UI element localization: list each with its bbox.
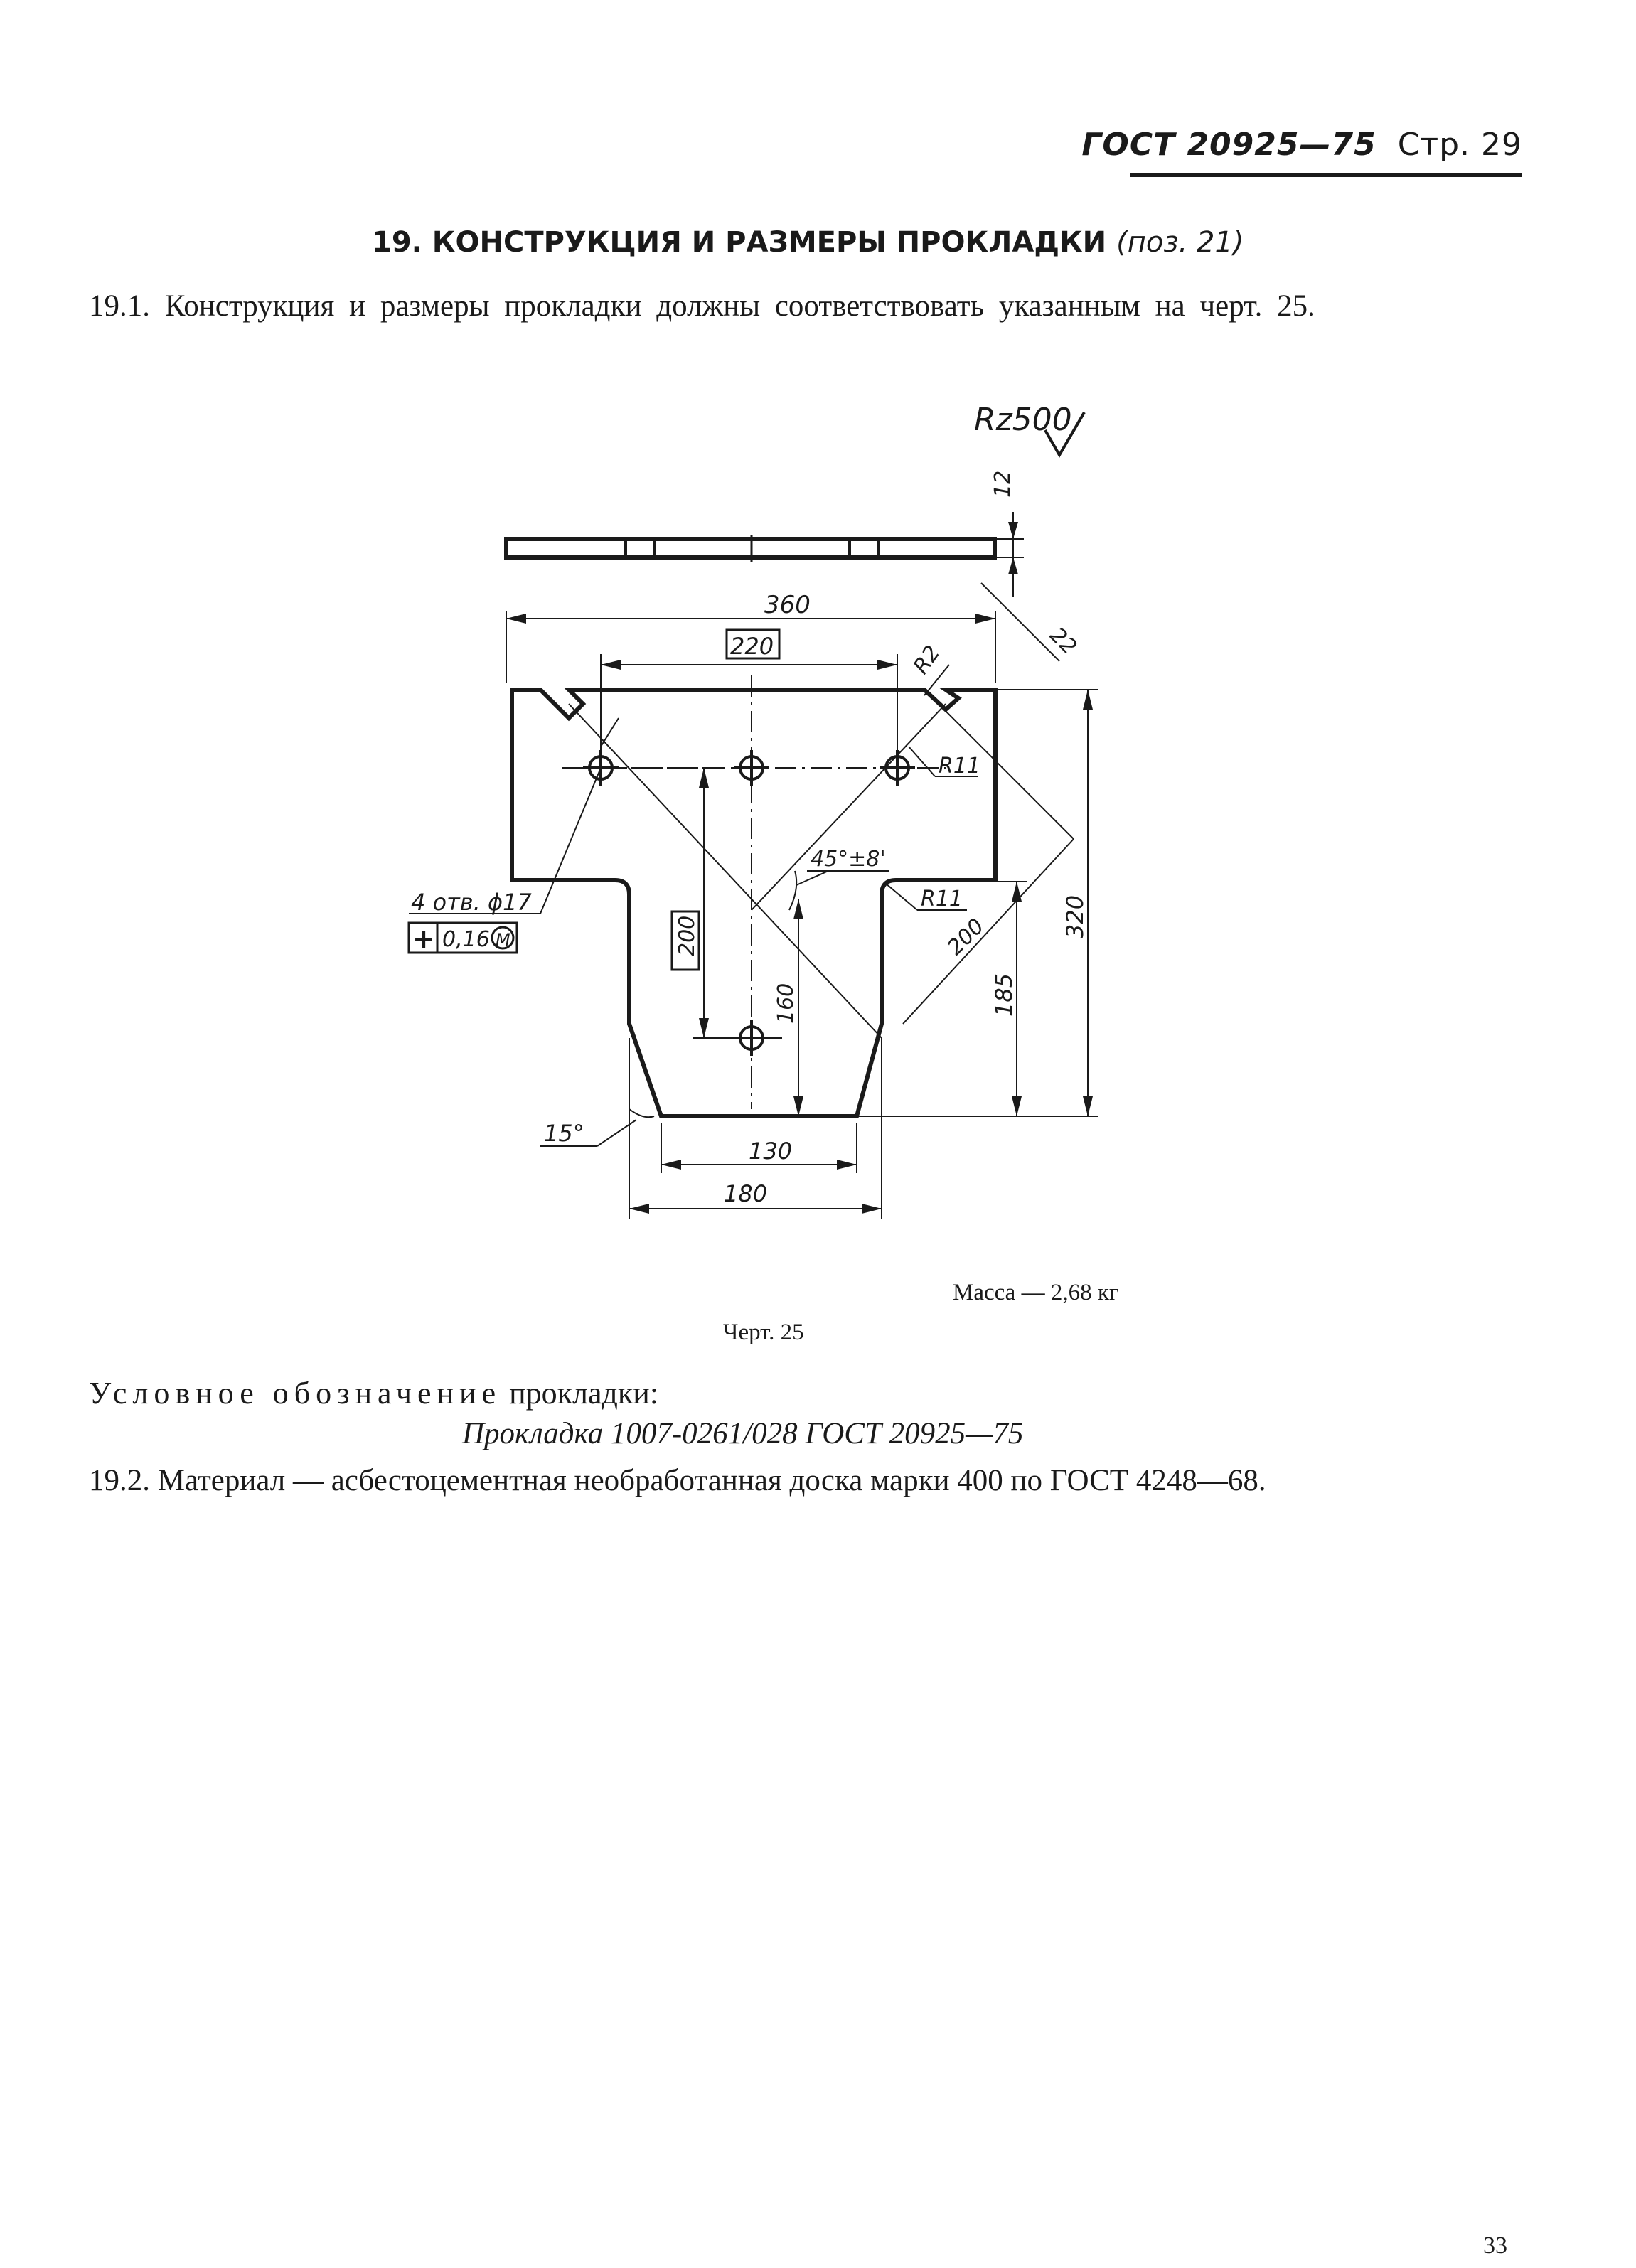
page-header: ГОСТ 20925—75 Стр. 29 [1081, 127, 1522, 163]
figure-caption: Черт. 25 [723, 1320, 804, 1345]
dim-angle: 45°±8' [811, 847, 886, 872]
paragraph-19-2: 19.2. Материал — асбестоцементная необра… [89, 1464, 1266, 1497]
dim-r11-mid: R11 [921, 887, 963, 911]
dim-diag-200: 200 [943, 914, 989, 960]
section-title: 19. КОНСТРУКЦИЯ И РАЗМЕРЫ ПРОКЛАДКИ (поз… [372, 226, 1244, 259]
tolerance-value: 0,16 [442, 927, 490, 952]
header-rule [1130, 173, 1522, 177]
holes-note: 4 отв. ϕ17 [411, 889, 532, 916]
designation-label: Условное обозначение прокладки: [89, 1375, 658, 1411]
dim-height-320: 320 [1062, 895, 1089, 938]
paragraph-19-1: 19.1. Конструкция и размеры прокладки до… [89, 289, 1315, 323]
designation-label-spaced: Условное обозначение [89, 1376, 502, 1411]
section-title-text: 19. КОНСТРУКЦИЯ И РАЗМЕРЫ ПРОКЛАДКИ [372, 226, 1107, 259]
section-ref: (поз. 21) [1116, 226, 1244, 259]
tolerance-symbol: + [412, 924, 435, 955]
dim-taper: 15° [544, 1120, 584, 1147]
designation-label-rest: прокладки: [501, 1376, 659, 1411]
dim-vert-200: 200 [675, 916, 700, 956]
dim-hole-spacing: 220 [730, 633, 774, 660]
designation-value: Прокладка 1007-0261/028 ГОСТ 20925—75 [462, 1417, 1024, 1450]
dim-thickness: 12 [990, 471, 1015, 498]
page-label: Стр. 29 [1397, 127, 1522, 163]
dim-r2: R2 [909, 641, 946, 679]
dim-r11-top: R11 [939, 754, 980, 779]
mass-note: Масса — 2,68 кг [953, 1280, 1119, 1305]
dim-bottom-180: 180 [724, 1180, 767, 1207]
page-number: 33 [1483, 2232, 1507, 2259]
standard-number: ГОСТ 20925—75 [1081, 127, 1376, 163]
dim-height-185: 185 [990, 973, 1017, 1017]
dim-bottom-130: 130 [749, 1138, 792, 1165]
gasket-outline [510, 688, 998, 1118]
dim-slot-width: 22 [1044, 623, 1081, 660]
dim-overall-width: 360 [764, 591, 811, 619]
roughness-label: Rz500 [974, 402, 1072, 438]
tolerance-modifier: M [496, 930, 510, 950]
dim-vert-160: 160 [774, 983, 798, 1024]
